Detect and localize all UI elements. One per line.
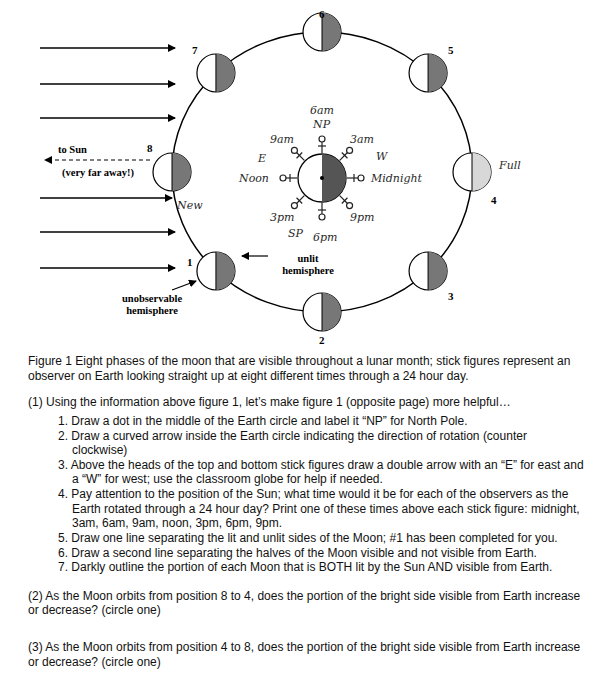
handwritten-note: New (177, 199, 203, 212)
figure-caption: Figure 1 Eight phases of the moon that a… (28, 354, 584, 383)
handwritten-note: W (376, 150, 387, 163)
handwritten-note: 9pm (350, 211, 374, 224)
sun-rays (40, 48, 175, 268)
moon-orbit (172, 32, 472, 312)
leader-arrow (242, 255, 268, 256)
moons (153, 13, 491, 331)
handwritten-note: Noon (239, 172, 269, 185)
sun-direction-line (45, 160, 150, 161)
instruction-item: 4. Pay attention to the position of the … (28, 487, 584, 531)
handwritten-note: 6am (310, 104, 334, 117)
handwritten-note: 3am (350, 133, 374, 146)
callout-number: 5 (448, 44, 454, 56)
instruction-item: 6. Draw a second line separating the hal… (28, 546, 584, 561)
question: (3) As the Moon orbits from position 4 t… (28, 640, 584, 669)
handwritten-note: 6pm (313, 231, 337, 244)
handwritten-note: NP (313, 118, 330, 131)
diagram-label: (very far away!) (62, 167, 134, 178)
instruction-heading: (1) Using the information above figure 1… (28, 395, 584, 410)
instruction-item: 3. Above the heads of the top and bottom… (28, 458, 584, 487)
callout-number: 3 (448, 290, 454, 302)
diagram-label: unobservable hemisphere (112, 293, 192, 317)
instruction-item: 5. Draw one line separating the lit and … (28, 531, 584, 546)
callout-number: 1 (187, 256, 193, 268)
callout-number: 2 (319, 334, 325, 346)
handwritten-note: E (258, 152, 266, 165)
handwritten-note: 3pm (270, 211, 294, 224)
diagram-label: to Sun (58, 144, 87, 155)
question: (2) As the Moon orbits from position 8 t… (28, 589, 584, 618)
diagram-label: unlit hemisphere (272, 253, 344, 277)
callout-number: 6 (319, 8, 325, 20)
handwritten-note: Full (499, 159, 521, 172)
handwritten-note: 9am (270, 133, 294, 146)
leader-arrow (172, 281, 196, 290)
callout-number: 7 (192, 44, 198, 56)
worksheet-text: Figure 1 Eight phases of the moon that a… (28, 354, 584, 669)
earth (298, 154, 346, 202)
instruction-item: 7. Darkly outline the portion of each Mo… (28, 560, 584, 575)
stick-figures (280, 136, 364, 220)
instruction-item: 2. Draw a curved arrow inside the Earth … (28, 429, 584, 458)
callout-number: 8 (147, 142, 153, 154)
callout-number: 4 (491, 194, 497, 206)
handwritten-note: Midnight (371, 172, 422, 185)
instruction-item: 1. Draw a dot in the middle of the Earth… (28, 414, 584, 429)
handwritten-note: SP (288, 227, 303, 240)
